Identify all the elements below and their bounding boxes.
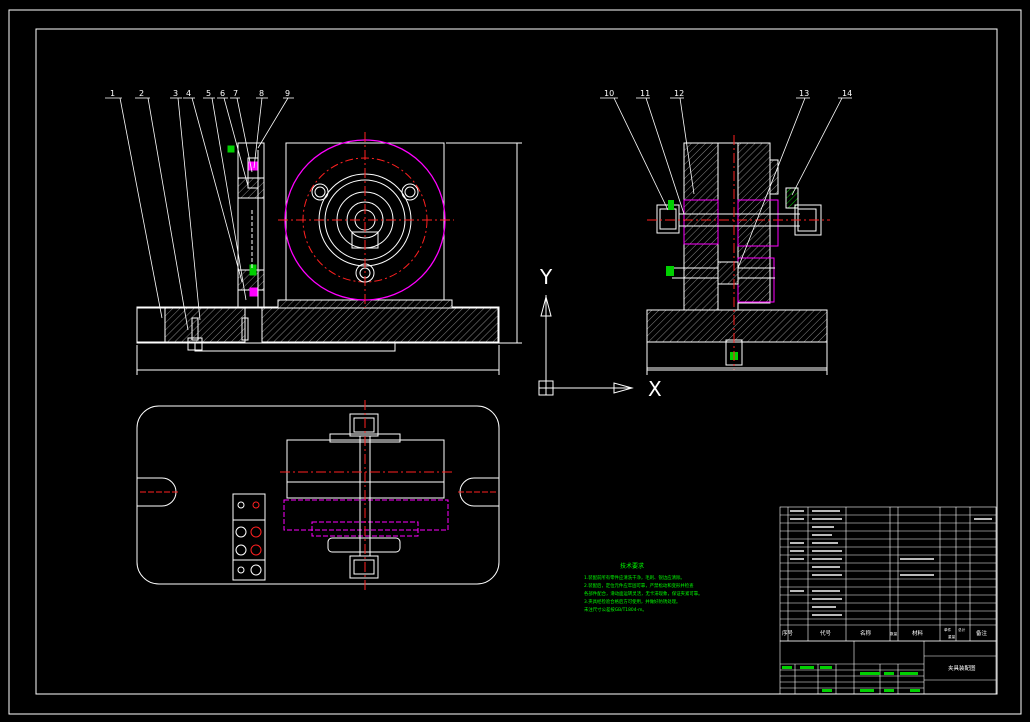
callout-3: 3 — [173, 89, 178, 98]
y-axis-label: Y — [539, 265, 553, 289]
x-axis-label: X — [648, 377, 662, 401]
tech-req-line-4: 3.夹具经检验合格后方可使用，并做好防锈处理。 — [584, 598, 680, 605]
front-view — [136, 132, 522, 375]
callout-14: 14 — [842, 89, 852, 98]
front-view-callout-numbers: 1 2 3 4 5 6 7 8 9 — [110, 89, 290, 98]
header-seq: 序号 — [782, 629, 794, 637]
callout-5: 5 — [206, 89, 211, 98]
header-remarks: 备注 — [976, 629, 988, 637]
side-view-callout-numbers: 10 11 12 13 14 — [604, 89, 852, 98]
header-mass: 重量 — [948, 634, 956, 639]
bom-placeholder-text — [790, 510, 992, 616]
header-material: 材料 — [912, 629, 924, 637]
title-block-green-cells — [782, 666, 920, 692]
header-code: 代号 — [820, 629, 832, 637]
outer-frame — [8, 9, 1022, 715]
tech-req-line-5: 未注尺寸公差按GB/T1804-m。 — [584, 606, 647, 613]
side-view-leaders — [600, 97, 852, 269]
bom-table — [779, 506, 997, 695]
tech-req-title: 技术要求 — [620, 562, 644, 570]
top-view — [136, 400, 500, 590]
callout-1: 1 — [110, 89, 115, 98]
header-qty: 数量 — [890, 631, 898, 636]
callout-7: 7 — [233, 89, 238, 98]
side-view — [646, 135, 830, 375]
inner-frame — [35, 28, 998, 695]
callout-12: 12 — [674, 89, 684, 98]
drawing-name: 夹具装配图 — [948, 664, 976, 672]
header-total: 总计 — [958, 627, 966, 632]
tech-req-line-3: 各部件配合，滑动面运转灵活，无卡滞现象，保证夹紧可靠。 — [584, 590, 703, 597]
tech-req-line-1: 1.装配前所有零件应清洗干净，毛刺、锐边应清除。 — [584, 574, 685, 581]
tech-req-line-2: 2.装配后，定位元件应牢固可靠，严禁松动和变形并检查 — [584, 582, 694, 589]
header-name: 名称 — [860, 629, 872, 637]
callout-9: 9 — [285, 89, 290, 98]
callout-4: 4 — [186, 89, 191, 98]
callout-6: 6 — [220, 89, 225, 98]
callout-13: 13 — [799, 89, 809, 98]
technical-requirements: 技术要求 1.装配前所有零件应清洗干净，毛刺、锐边应清除。 2.装配后，定位元件… — [584, 562, 703, 613]
callout-2: 2 — [139, 89, 144, 98]
header-unit: 单件 — [944, 627, 952, 632]
ucs-axis-icon — [538, 295, 634, 396]
front-view-leaders — [105, 97, 294, 331]
callout-10: 10 — [604, 89, 614, 98]
bom-headers: 序号 代号 名称 数量 材料 单件 总计 备注 重量 — [782, 627, 988, 639]
callout-8: 8 — [259, 89, 264, 98]
callout-11: 11 — [640, 89, 650, 98]
